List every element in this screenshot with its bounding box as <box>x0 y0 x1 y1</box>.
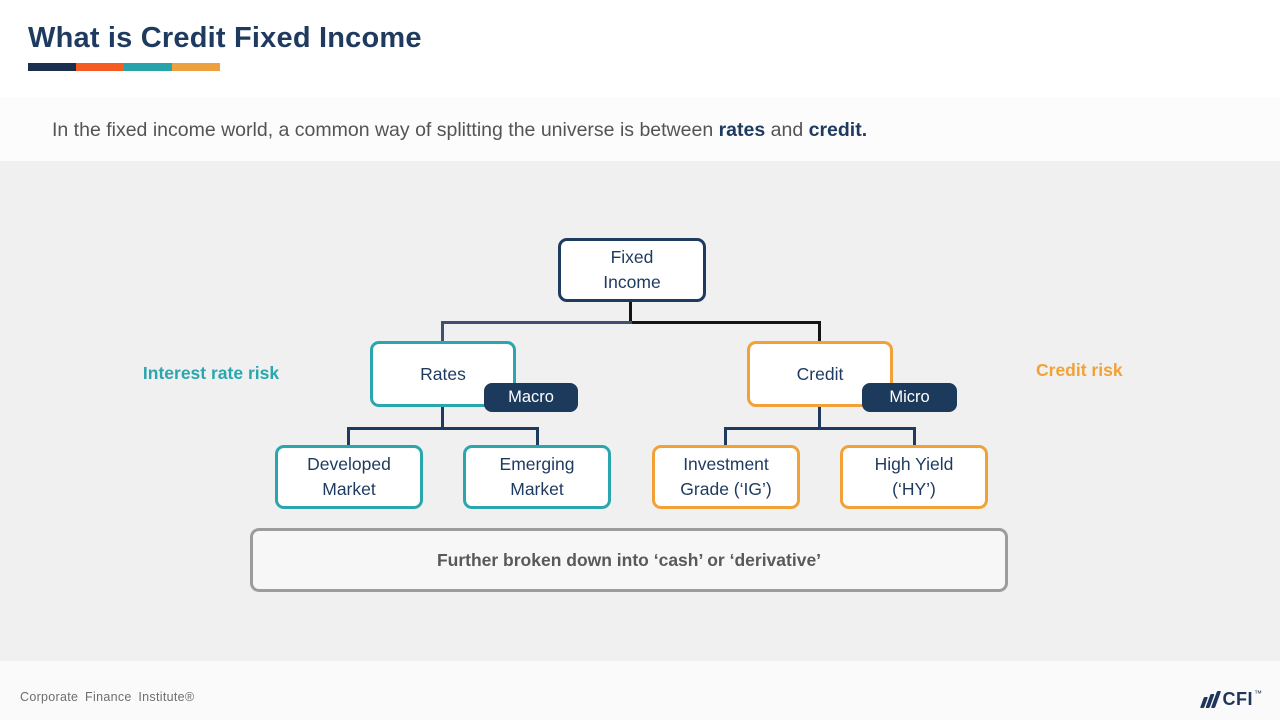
node-developed-market: Developed Market <box>275 445 423 509</box>
interest-rate-risk-label: Interest rate risk <box>142 363 280 383</box>
cfi-logo-bars-icon <box>1199 690 1221 708</box>
cfi-trademark-symbol: ™ <box>1254 688 1262 698</box>
underline-segment-teal <box>124 63 172 71</box>
note-box: Further broken down into ‘cash’ or ‘deri… <box>250 528 1008 592</box>
cfi-logo: CFI ™ <box>1199 686 1262 712</box>
connector-credit-down <box>818 405 821 430</box>
credit-risk-label: Credit risk <box>1036 360 1123 380</box>
connector-drop-credit <box>818 321 821 343</box>
connector-emerging-drop <box>536 427 539 447</box>
underline-segment-orange <box>172 63 220 71</box>
footer-band <box>0 661 1280 720</box>
underline-segment-navy <box>28 63 76 71</box>
subtitle-part1: In the fixed income world, a common way … <box>52 119 719 141</box>
subtitle-text: In the fixed income world, a common way … <box>52 119 867 142</box>
macro-badge: Macro <box>484 383 578 412</box>
footer-company-name: Corporate Finance Institute® <box>20 690 195 704</box>
connector-investment-drop <box>724 427 727 447</box>
header-band <box>0 0 1280 97</box>
underline-segment-red <box>76 63 124 71</box>
node-high-yield: High Yield (‘HY’) <box>840 445 988 509</box>
connector-main-right <box>632 321 821 324</box>
page-title: What is Credit Fixed Income <box>28 22 422 54</box>
subtitle-bold-credit: credit. <box>808 119 868 141</box>
connector-root-stub <box>629 302 632 323</box>
micro-badge: Micro <box>862 383 957 412</box>
node-emerging-market: Emerging Market <box>463 445 611 509</box>
subtitle-bold-rates: rates <box>718 119 766 141</box>
connector-drop-rates <box>441 321 444 343</box>
connector-rates-down <box>441 405 444 430</box>
cfi-logo-text: CFI <box>1222 688 1253 709</box>
connector-credit-horizontal <box>724 427 916 430</box>
connector-highyield-drop <box>913 427 916 447</box>
title-underline <box>28 63 220 71</box>
connector-main-left <box>441 321 632 324</box>
subtitle-band <box>0 97 1280 161</box>
subtitle-part2: and <box>765 119 809 141</box>
node-fixed-income: Fixed Income <box>558 238 706 302</box>
connector-developed-drop <box>347 427 350 447</box>
node-investment-grade: Investment Grade (‘IG’) <box>652 445 800 509</box>
connector-rates-horizontal <box>347 427 539 430</box>
